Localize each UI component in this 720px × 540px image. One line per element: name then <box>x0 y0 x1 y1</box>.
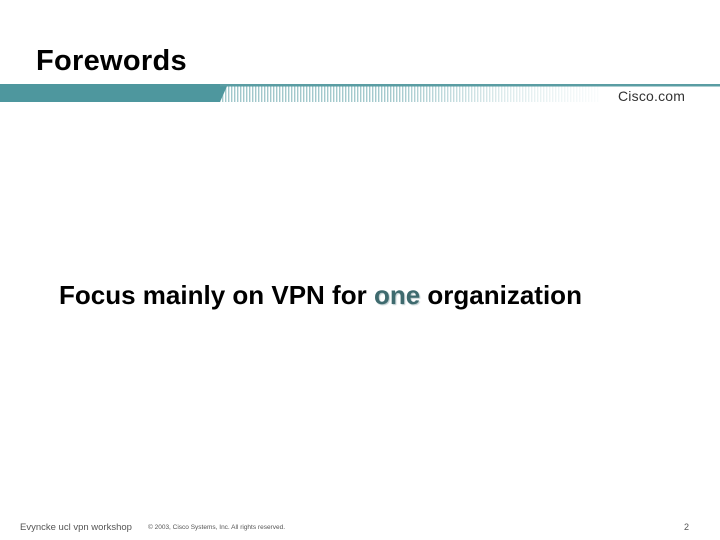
cisco-logo-text: Cisco.com <box>618 88 686 104</box>
header-accent-bar <box>0 84 720 102</box>
slide-body-text: Focus mainly on VPN for one organization <box>59 280 582 311</box>
slide-title: Forewords <box>36 45 187 77</box>
footer-presentation-name: Evyncke ucl vpn workshop <box>20 522 132 533</box>
body-text-before: Focus mainly on VPN for <box>59 280 374 310</box>
page-number: 2 <box>684 522 690 532</box>
body-text-highlight: one <box>373 280 421 310</box>
footer-copyright: © 2003, Cisco Systems, Inc. All rights r… <box>148 524 286 531</box>
body-text-after: organization <box>420 280 582 310</box>
